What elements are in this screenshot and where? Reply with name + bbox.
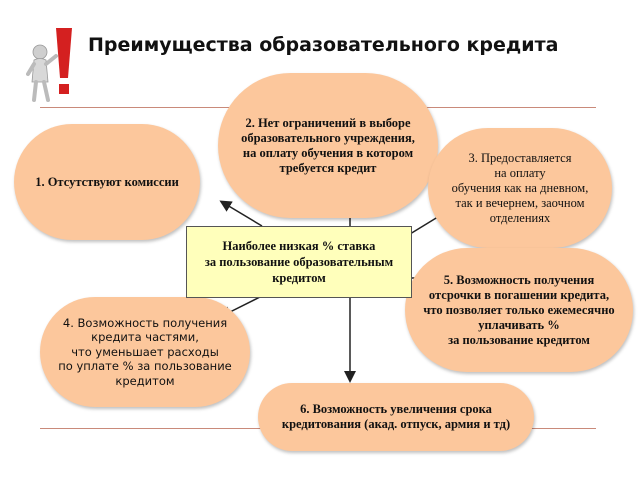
bubble-3-line: 3. Предоставляется bbox=[468, 150, 572, 165]
bubble-2-line: требуется кредит bbox=[279, 160, 377, 175]
bubble-3-line: на оплату bbox=[494, 165, 546, 180]
bubble-3-line: так и вечернем, заочном bbox=[455, 195, 585, 210]
bubble-6-line: кредитования (акад. отпуск, армия и тд) bbox=[281, 417, 511, 431]
center-line: кредитом bbox=[272, 271, 326, 285]
advantage-bubble-5: 5. Возможность получения отсрочки в пога… bbox=[405, 248, 633, 372]
central-box: Наиболее низкая % ставка за пользование … bbox=[186, 226, 412, 298]
page-title: Преимущества образовательного кредита bbox=[88, 34, 559, 56]
center-line: за пользование образовательным bbox=[204, 255, 394, 269]
bubble-3-line: отделениях bbox=[489, 210, 551, 225]
advantage-bubble-4: 4. Возможность получения кредита частями… bbox=[40, 297, 250, 407]
bubble-5-line: за пользование кредитом bbox=[448, 332, 590, 347]
exclamation-figure-icon bbox=[26, 20, 82, 108]
advantage-bubble-3: 3. Предоставляется на оплату обучения ка… bbox=[428, 128, 612, 248]
bubble-4-line: кредитом bbox=[115, 373, 175, 388]
bubble-4-line: по уплате % за пользование bbox=[58, 359, 232, 374]
bubble-3-line: обучения как на дневном, bbox=[451, 180, 589, 195]
advantage-bubble-2: 2. Нет ограничений в выборе образователь… bbox=[218, 73, 438, 218]
bubble-2-line: на оплату обучения в котором bbox=[242, 145, 414, 160]
bubble-5-line: отсрочки в погашении кредита, bbox=[428, 287, 610, 302]
bubble-1-line: 1. Отсутствуют комиссии bbox=[35, 174, 179, 189]
bubble-6-line: 6. Возможность увеличения срока bbox=[300, 402, 492, 416]
bubble-4-line: кредита частями, bbox=[91, 330, 199, 345]
arrow-to-1 bbox=[219, 200, 263, 227]
bubble-5-line: 5. Возможность получения bbox=[443, 272, 595, 287]
bubble-2-line: образовательного учреждения, bbox=[241, 130, 415, 145]
bubble-4-line: 4. Возможность получения bbox=[62, 315, 228, 330]
advantage-bubble-1: 1. Отсутствуют комиссии bbox=[14, 124, 200, 240]
bubble-2-line: 2. Нет ограничений в выборе bbox=[245, 115, 411, 130]
bubble-5-line: уплачивать % bbox=[478, 317, 560, 332]
bubble-4-line: что уменьшает расходы bbox=[71, 344, 219, 359]
bubble-5-line: что позволяет только ежемесячно bbox=[423, 302, 615, 317]
center-line: Наиболее низкая % ставка bbox=[222, 239, 376, 253]
advantage-bubble-6: 6. Возможность увеличения срока кредитов… bbox=[258, 383, 534, 451]
